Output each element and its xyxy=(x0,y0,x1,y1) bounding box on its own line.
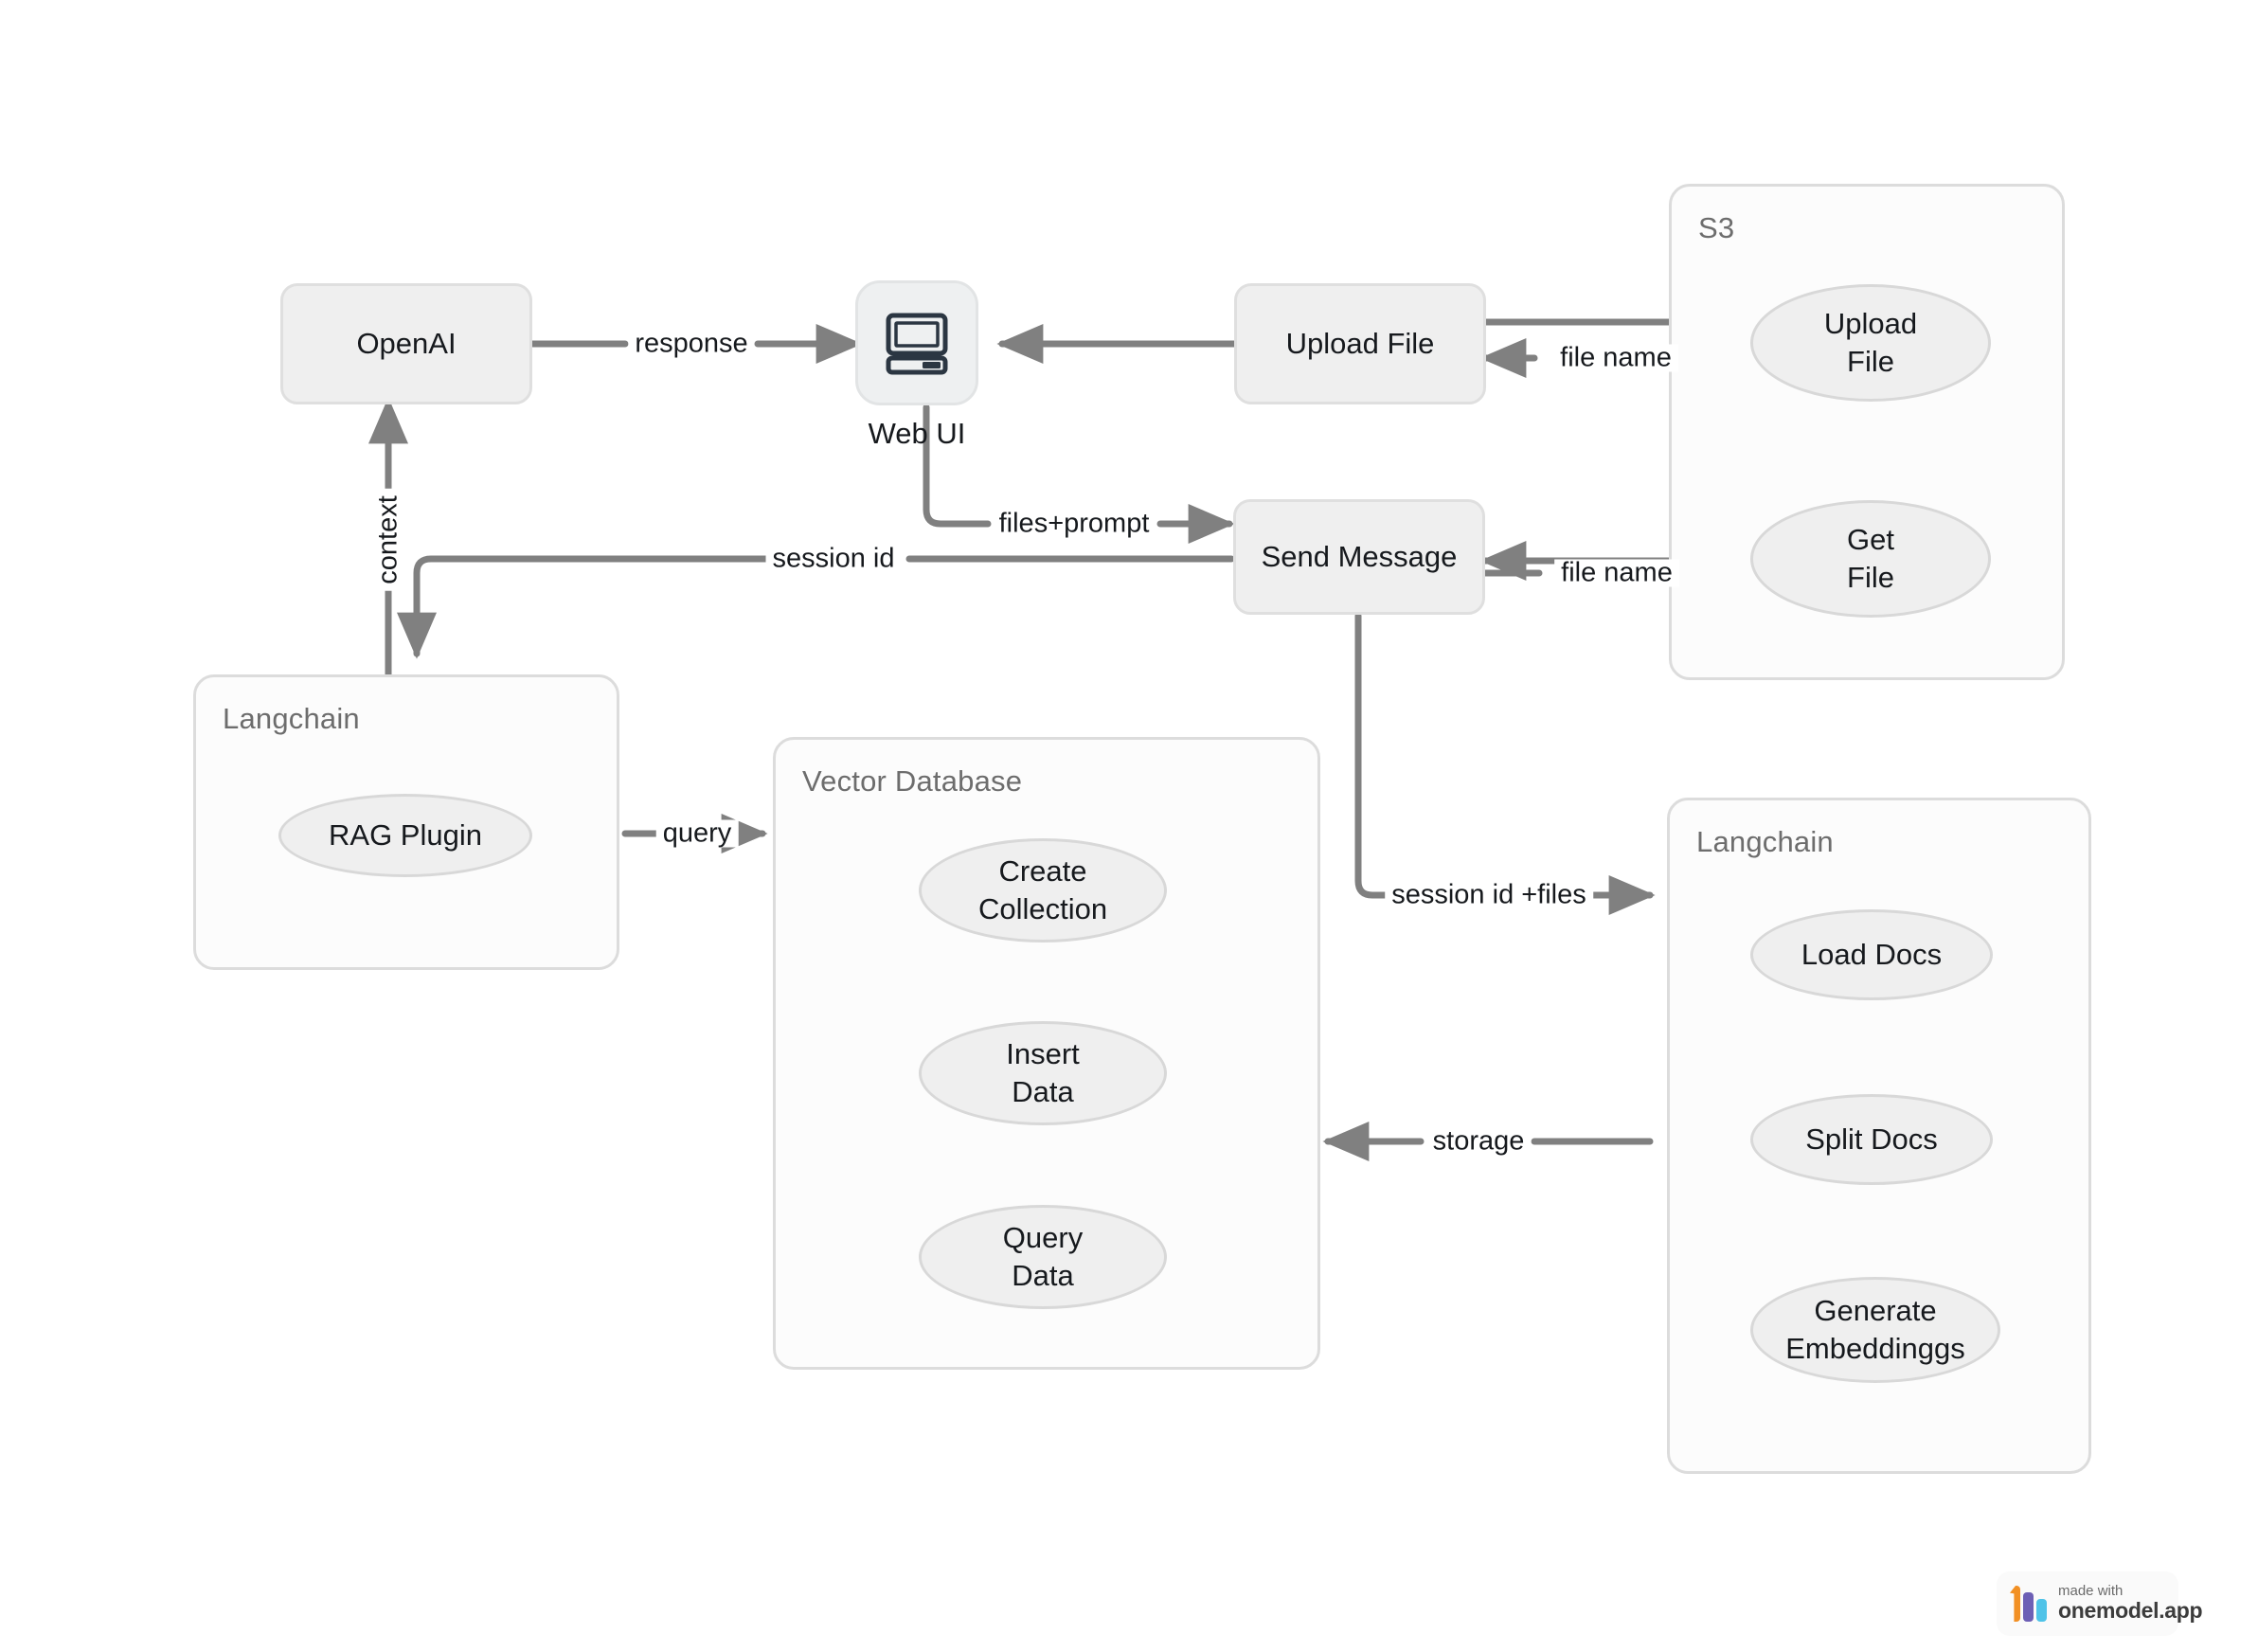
watermark-brand-text: onemodel.app xyxy=(2058,1598,2203,1624)
node-load-docs-label: Load Docs xyxy=(1801,938,1943,972)
node-s3-get-file[interactable]: Get File xyxy=(1750,500,1991,618)
node-load-docs[interactable]: Load Docs xyxy=(1750,909,1993,1000)
node-upload-file[interactable]: Upload File xyxy=(1234,283,1486,404)
edge-label-session-id: session id xyxy=(765,545,902,573)
edge-session-id-b xyxy=(397,555,780,659)
node-web-ui-label: Web UI xyxy=(868,417,966,450)
node-split-docs[interactable]: Split Docs xyxy=(1750,1094,1993,1185)
node-create-collection-line1: Create xyxy=(998,854,1087,889)
node-send-message[interactable]: Send Message xyxy=(1233,499,1485,615)
node-query-data-line2: Data xyxy=(1012,1259,1074,1292)
node-insert-data[interactable]: Insert Data xyxy=(919,1021,1167,1125)
group-vector-database-label: Vector Database xyxy=(802,764,1023,798)
node-create-collection-line2: Collection xyxy=(977,892,1108,925)
node-s3-get-file-line1: Get xyxy=(1847,523,1894,557)
node-generate-embeddings-line1: Generate xyxy=(1814,1294,1937,1328)
node-insert-data-line2: Data xyxy=(1012,1075,1074,1108)
node-generate-embeddings[interactable]: Generate Embeddinggs xyxy=(1750,1277,2000,1383)
node-send-message-label: Send Message xyxy=(1261,539,1458,573)
node-rag-plugin[interactable]: RAG Plugin xyxy=(278,794,532,877)
edge-label-files-prompt: files+prompt xyxy=(992,510,1156,538)
node-create-collection[interactable]: Create Collection xyxy=(919,838,1167,943)
onemodel-watermark[interactable]: made with onemodel.app xyxy=(1997,1571,2203,1636)
node-openai-label: OpenAI xyxy=(356,326,457,360)
edge-label-send-file-name: file name xyxy=(1554,559,1679,587)
node-web-ui[interactable] xyxy=(855,280,978,405)
group-s3-label: S3 xyxy=(1698,211,1735,244)
edge-session-files-a xyxy=(1354,612,1415,899)
node-s3-upload-file-line1: Upload xyxy=(1823,307,1918,341)
node-s3-get-file-line2: File xyxy=(1847,561,1894,594)
node-openai[interactable]: OpenAI xyxy=(280,283,532,404)
watermark-made-with-text: made with xyxy=(2058,1583,2124,1600)
edge-label-s3-file-name: file name xyxy=(1553,344,1678,372)
node-generate-embeddings-line2: Embeddinggs xyxy=(1785,1332,1965,1365)
node-query-data-line1: Query xyxy=(1002,1221,1084,1255)
group-langchain-rag-label: Langchain xyxy=(223,702,360,735)
edge-label-session-id-files: session id +files xyxy=(1385,881,1593,909)
edge-label-storage: storage xyxy=(1425,1127,1532,1156)
node-rag-plugin-label: RAG Plugin xyxy=(329,818,482,853)
onemodel-logo-icon xyxy=(2010,1586,2047,1622)
node-upload-file-label: Upload File xyxy=(1285,326,1435,360)
node-s3-upload-file[interactable]: Upload File xyxy=(1750,284,1991,402)
node-query-data[interactable]: Query Data xyxy=(919,1205,1167,1309)
group-langchain-ingest-label: Langchain xyxy=(1696,825,1834,858)
desktop-computer-icon xyxy=(886,313,948,375)
node-insert-data-line1: Insert xyxy=(1006,1037,1080,1071)
edge-label-response: response xyxy=(628,330,755,358)
edge-label-context: context xyxy=(373,489,403,591)
node-split-docs-label: Split Docs xyxy=(1805,1122,1938,1157)
node-s3-upload-file-line2: File xyxy=(1847,345,1894,378)
edge-label-query: query xyxy=(655,819,739,848)
